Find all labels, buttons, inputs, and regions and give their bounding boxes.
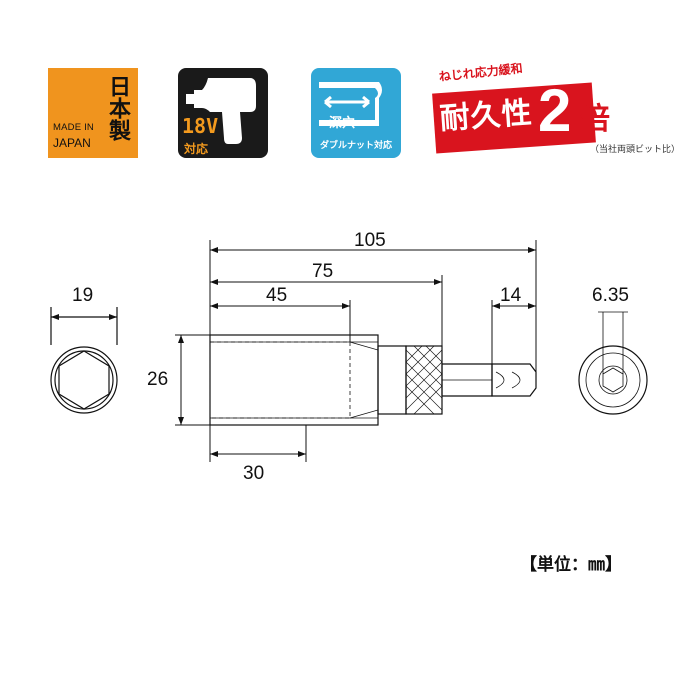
- 18v-compatible-badge: 18V 対応: [178, 68, 268, 158]
- made-in-label: MADE IN: [53, 122, 94, 133]
- dim-total-length: 105: [354, 230, 386, 251]
- made-in-japan-badge: 日本製 MADE IN JAPAN: [48, 68, 138, 158]
- impact-driver-icon: [186, 78, 256, 144]
- dimension-lines: [175, 240, 537, 462]
- voltage-compatible-label: 対応: [184, 142, 209, 156]
- dim-sleeve-length: 30: [243, 463, 265, 484]
- comparison-note: （当社両頭ビット比）: [590, 145, 681, 155]
- durability-badge: ねじれ応力緩和 耐久性 2 倍 （当社両頭ビット比）: [430, 61, 680, 168]
- made-in-japan-kanji: 日本製: [105, 75, 130, 141]
- unit-label: 【単位：㎜】: [520, 555, 622, 575]
- deep-hole-icon: [319, 82, 382, 126]
- rear-end-view: [578, 311, 648, 415]
- dim-shank-size: 6.35: [592, 285, 629, 306]
- dim-outer-diameter: 26: [147, 369, 169, 390]
- dim-bit-length: 14: [500, 285, 522, 306]
- dim-socket-length: 75: [312, 261, 334, 282]
- deep-hole-badge: 深穴 ダブルナット対応: [311, 68, 401, 158]
- voltage-label: 18V: [182, 114, 219, 138]
- front-end-view: [50, 307, 118, 414]
- dimension-arrows: [51, 247, 536, 457]
- durability-factor: 2: [538, 77, 572, 144]
- japan-label: JAPAN: [53, 136, 91, 150]
- deep-hole-label: 深穴: [329, 116, 356, 131]
- side-view: [209, 334, 537, 426]
- dim-hex-depth: 45: [266, 285, 288, 306]
- double-nut-label: ダブルナット対応: [319, 141, 392, 151]
- dim-across-flats: 19: [72, 285, 94, 306]
- durability-times-label: 倍: [580, 102, 610, 137]
